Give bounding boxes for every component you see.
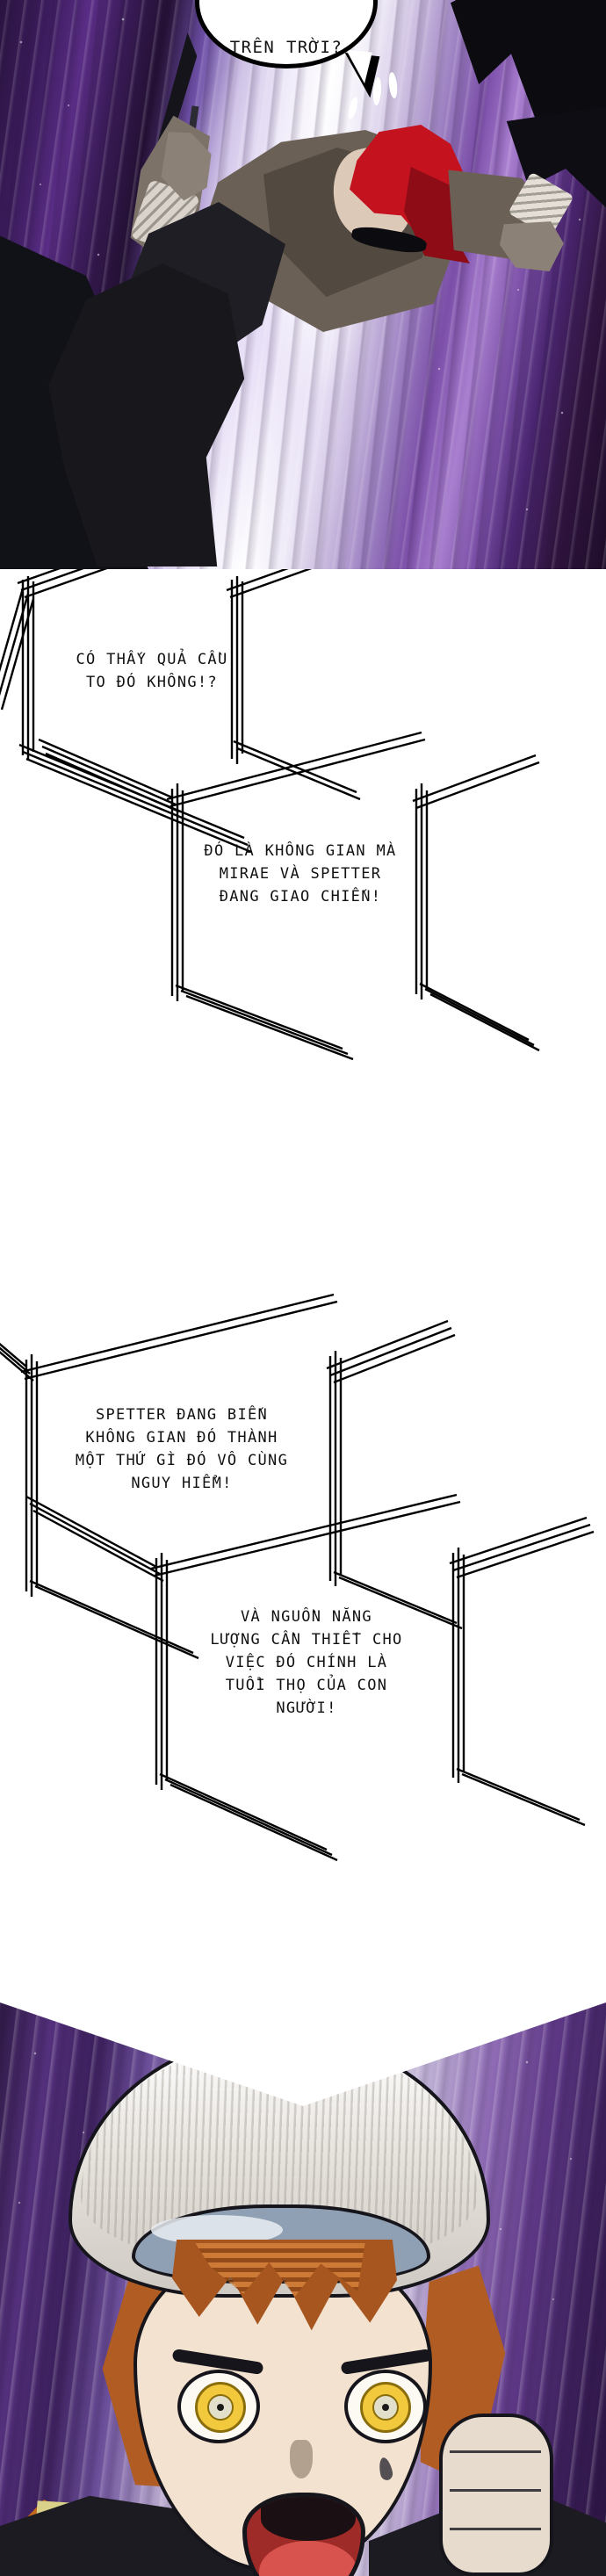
hero-black-cloth-lower bbox=[48, 263, 245, 566]
girl-pupil-left bbox=[217, 2404, 224, 2411]
girl-knuckle-line-2 bbox=[450, 2489, 541, 2492]
girl-open-mouth bbox=[242, 2493, 365, 2576]
girl-knuckle-line-3 bbox=[450, 2528, 541, 2530]
girl-mouth-interior bbox=[261, 2497, 356, 2541]
girl-tongue bbox=[259, 2541, 357, 2576]
panel-hero-looking-up: TRÊN TRỜI? bbox=[0, 0, 606, 569]
speech-tail-fill bbox=[343, 49, 372, 84]
hex-balloon-1-text: CÓ THẤY QUẢ CẦU TO ĐÓ KHÔNG!? bbox=[76, 651, 228, 691]
girl-clenched-fist bbox=[439, 2414, 553, 2576]
hex-balloon-3[interactable]: SPETTER ĐANG BIẾN KHÔNG GIAN ĐÓ THÀNH MỘ… bbox=[0, 1293, 483, 1660]
girl-iris-inner-right bbox=[372, 2394, 399, 2421]
panel-shocked-girl bbox=[0, 2001, 606, 2576]
speech-bubble-top-text: TRÊN TRỜI? bbox=[229, 38, 343, 57]
hex-balloon-4[interactable]: VÀ NGUỒN NĂNG LƯỢNG CẦN THIẾT CHO VIỆC Đ… bbox=[25, 1493, 606, 1862]
girl-pupil-right bbox=[382, 2404, 389, 2411]
girl-nose bbox=[290, 2440, 313, 2479]
girl-knuckle-line-1 bbox=[450, 2450, 541, 2453]
girl-iris-inner-left bbox=[207, 2394, 234, 2421]
hex-balloon-2[interactable]: ĐÓ LÀ KHÔNG GIAN MÀ MIRAE VÀ SPETTER ĐAN… bbox=[38, 731, 562, 1061]
hex-balloon-2-text: ĐÓ LÀ KHÔNG GIAN MÀ MIRAE VÀ SPETTER ĐAN… bbox=[204, 842, 397, 906]
hex-balloon-4-text: VÀ NGUỒN NĂNG LƯỢNG CẦN THIẾT CHO VIỆC Đ… bbox=[210, 1608, 403, 1717]
panel-dialogue: CÓ THẤY QUẢ CẦU TO ĐÓ KHÔNG!? ĐÓ LÀ KHÔN… bbox=[0, 569, 606, 2001]
girl-iris-left bbox=[195, 2382, 246, 2433]
hex-balloon-3-text: SPETTER ĐANG BIẾN KHÔNG GIAN ĐÓ THÀNH MỘ… bbox=[75, 1406, 289, 1492]
hex-balloon-1[interactable]: CÓ THẤY QUẢ CẦU TO ĐÓ KHÔNG!? bbox=[0, 569, 361, 854]
